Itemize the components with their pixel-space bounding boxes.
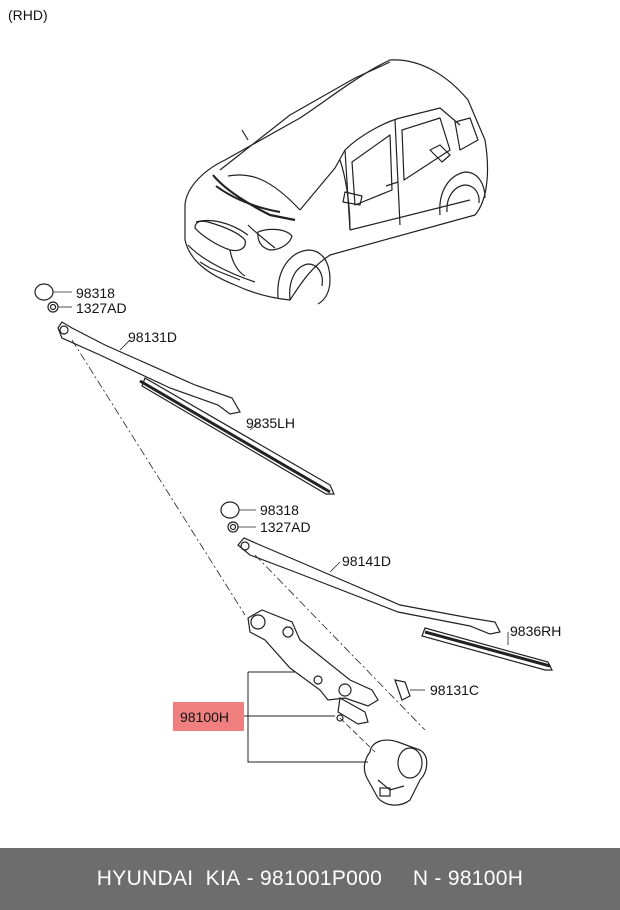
- label-98318-right: 98318: [260, 502, 299, 518]
- label-98131d: 98131D: [128, 329, 177, 345]
- arm-left-icon: [57, 321, 241, 415]
- label-98131c: 98131C: [430, 682, 479, 698]
- nut-icon: [336, 714, 344, 722]
- bolt-icon: [394, 679, 411, 701]
- arm-right-icon: [237, 537, 501, 635]
- label-9835lh: 9835LH: [246, 415, 295, 431]
- car-illustration: [184, 59, 489, 305]
- blade-left-icon: [141, 377, 335, 495]
- footer-ref: N - 98100H: [412, 867, 524, 890]
- nut-left-icon: [47, 301, 59, 313]
- label-98141d: 98141D: [342, 553, 391, 569]
- right-wiper-assembly: [220, 501, 553, 731]
- label-98100h: 98100H: [180, 709, 229, 725]
- left-wiper-assembly: [34, 283, 335, 616]
- label-1327ad-left: 1327AD: [76, 300, 127, 316]
- footer-brand: HYUNDAI KIA: [96, 867, 241, 890]
- footer-part-number: 981001P000: [260, 867, 383, 890]
- nut-right-icon: [227, 521, 239, 533]
- variant-label: (RHD): [8, 7, 48, 23]
- part-highlight: [173, 702, 244, 731]
- cap-left-icon: [34, 283, 54, 301]
- blade-right-icon: [421, 627, 553, 671]
- linkage-icon: [247, 609, 379, 707]
- cap-right-icon: [220, 501, 240, 519]
- label-1327ad-right: 1327AD: [260, 519, 311, 535]
- parts-diagram: (RHD): [8, 7, 561, 806]
- label-98318-left: 98318: [76, 285, 115, 301]
- label-9836rh: 9836RH: [510, 623, 561, 639]
- footer-bar: HYUNDAI KIA - 981001P000 N - 98100H: [0, 848, 620, 910]
- motor-icon: [363, 739, 428, 806]
- linkage-motor-assembly: [244, 609, 428, 806]
